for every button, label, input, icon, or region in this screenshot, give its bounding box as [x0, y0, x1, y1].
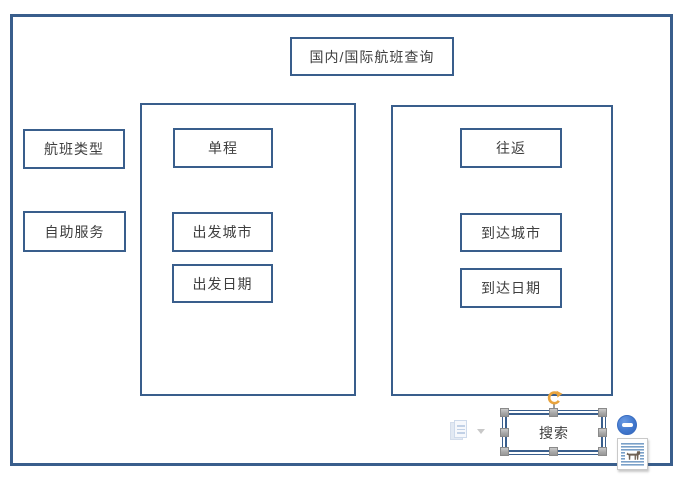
title-box-shape[interactable]: 国内/国际航班查询 [290, 37, 454, 76]
diagram-outer-frame[interactable] [10, 14, 673, 466]
one-way-box[interactable]: 单程 [173, 128, 273, 168]
resize-handle-bottom-left[interactable] [500, 447, 509, 456]
arrival-date-box[interactable]: 到达日期 [460, 268, 562, 308]
resize-handle-middle-right[interactable] [598, 428, 607, 437]
minus-circle-icon[interactable] [617, 415, 637, 435]
layout-options-button[interactable] [617, 438, 648, 470]
flight-type-box[interactable]: 航班类型 [23, 129, 125, 169]
departure-city-label: 出发城市 [192, 224, 253, 240]
title-box-label: 国内/国际航班查询 [309, 48, 435, 65]
minus-bar [621, 423, 633, 427]
paste-page-front [454, 420, 467, 438]
round-trip-box[interactable]: 往返 [460, 128, 562, 168]
flight-type-label: 航班类型 [44, 141, 104, 157]
departure-date-label: 出发日期 [192, 275, 253, 292]
departure-city-box[interactable]: 出发城市 [172, 212, 273, 252]
resize-handle-top-center[interactable] [549, 408, 558, 417]
self-service-box[interactable]: 自助服务 [23, 211, 126, 252]
self-service-label: 自助服务 [44, 223, 105, 240]
layout-options-icon [621, 443, 644, 466]
resize-handle-bottom-center[interactable] [549, 447, 558, 456]
one-way-label: 单程 [208, 140, 238, 156]
paste-options-icon[interactable] [450, 420, 468, 441]
resize-handle-top-right[interactable] [598, 408, 607, 417]
resize-handle-middle-left[interactable] [500, 428, 509, 437]
dog-picture [626, 451, 641, 460]
resize-handle-top-left[interactable] [500, 408, 509, 417]
arrival-city-label: 到达城市 [481, 224, 541, 241]
arrival-city-box[interactable]: 到达城市 [460, 213, 562, 252]
resize-handle-bottom-right[interactable] [598, 447, 607, 456]
arrival-date-label: 到达日期 [481, 280, 541, 296]
rotation-handle-icon[interactable] [545, 389, 563, 407]
round-trip-label: 往返 [496, 140, 526, 156]
chevron-down-icon[interactable] [477, 429, 485, 434]
departure-date-box[interactable]: 出发日期 [172, 264, 273, 303]
search-button-label: 搜索 [539, 424, 569, 441]
